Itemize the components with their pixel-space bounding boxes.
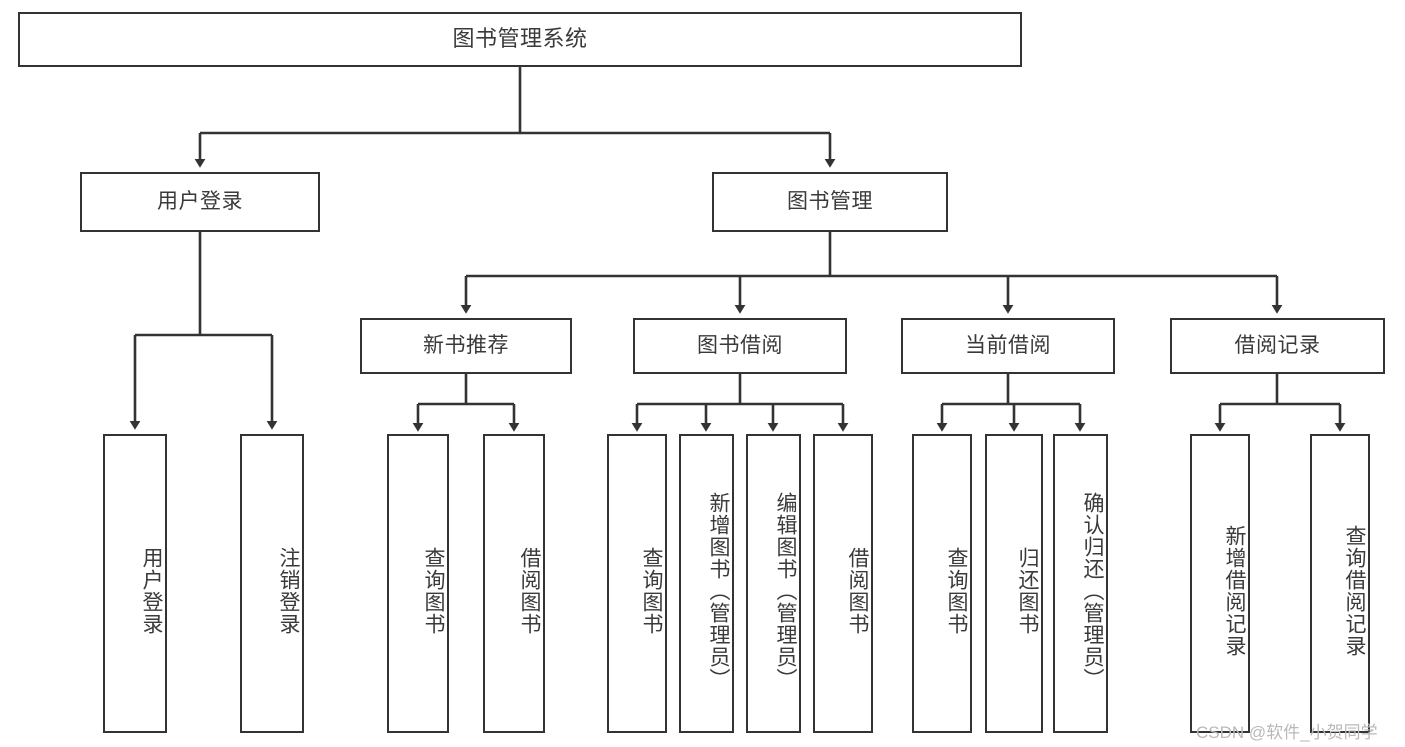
leaf-confirm-return-admin[interactable]: 确认归还（管理员） [1053,434,1108,733]
leaf-query-book-borrow[interactable]: 查询图书 [607,434,667,733]
leaf-logout-label: 注销登录 [277,546,300,635]
leaf-return-book[interactable]: 归还图书 [985,434,1043,733]
edge-book-mgmt-to-level3 [460,232,1283,314]
leaf-query-book-borrow-label: 查询图书 [640,546,663,635]
node-user-login[interactable]: 用户登录 [80,172,320,232]
edge-borrow-to-leaves [631,374,849,432]
node-borrow-records-label: 借阅记录 [1234,334,1321,358]
leaf-return-book-label: 归还图书 [1016,546,1039,635]
node-book-borrow-label: 图书借阅 [697,334,783,358]
leaf-add-book-admin-label: 新增图书（管理员） [707,491,730,690]
leaf-query-book-current[interactable]: 查询图书 [912,434,972,733]
edge-root-to-level2 [194,67,836,168]
edge-current-borrow-to-leaves [936,374,1086,432]
leaf-borrow-book-new[interactable]: 借阅图书 [483,434,545,733]
leaf-query-book-new[interactable]: 查询图书 [387,434,449,733]
edge-records-to-leaves [1214,374,1346,432]
leaf-edit-book-admin[interactable]: 编辑图书（管理员） [746,434,801,733]
edge-user-login-to-leaves [129,232,278,430]
edge-new-book-to-leaves [412,374,520,432]
leaf-user-login[interactable]: 用户登录 [103,434,167,733]
leaf-borrow-book[interactable]: 借阅图书 [813,434,873,733]
node-current-borrow[interactable]: 当前借阅 [901,318,1115,374]
leaf-query-borrow-record[interactable]: 查询借阅记录 [1310,434,1370,733]
csdn-watermark: CSDN @软件_小贺同学 [1196,718,1378,743]
leaf-borrow-book-new-label: 借阅图书 [518,546,541,635]
node-new-book-recommend-label: 新书推荐 [423,334,509,358]
leaf-query-book-current-label: 查询图书 [945,546,968,635]
leaf-borrow-book-label: 借阅图书 [846,546,869,635]
leaf-query-book-new-label: 查询图书 [422,546,445,635]
node-book-borrow[interactable]: 图书借阅 [633,318,847,374]
node-book-management[interactable]: 图书管理 [712,172,948,232]
node-root[interactable]: 图书管理系统 [18,12,1022,67]
node-current-borrow-label: 当前借阅 [965,334,1051,358]
leaf-add-book-admin[interactable]: 新增图书（管理员） [679,434,734,733]
csdn-watermark-text: CSDN @软件_小贺同学 [1196,723,1378,742]
leaf-user-login-label: 用户登录 [140,546,163,635]
leaf-edit-book-admin-label: 编辑图书（管理员） [774,491,797,690]
leaf-confirm-return-admin-label: 确认归还（管理员） [1081,491,1104,690]
leaf-logout[interactable]: 注销登录 [240,434,304,733]
leaf-add-borrow-record-label: 新增借阅记录 [1223,524,1246,657]
node-root-label: 图书管理系统 [452,26,588,52]
node-book-management-label: 图书管理 [787,190,873,214]
leaf-query-borrow-record-label: 查询借阅记录 [1343,524,1366,657]
node-user-login-label: 用户登录 [157,190,243,214]
node-borrow-records[interactable]: 借阅记录 [1170,318,1385,374]
node-new-book-recommend[interactable]: 新书推荐 [360,318,572,374]
leaf-add-borrow-record[interactable]: 新增借阅记录 [1190,434,1250,733]
